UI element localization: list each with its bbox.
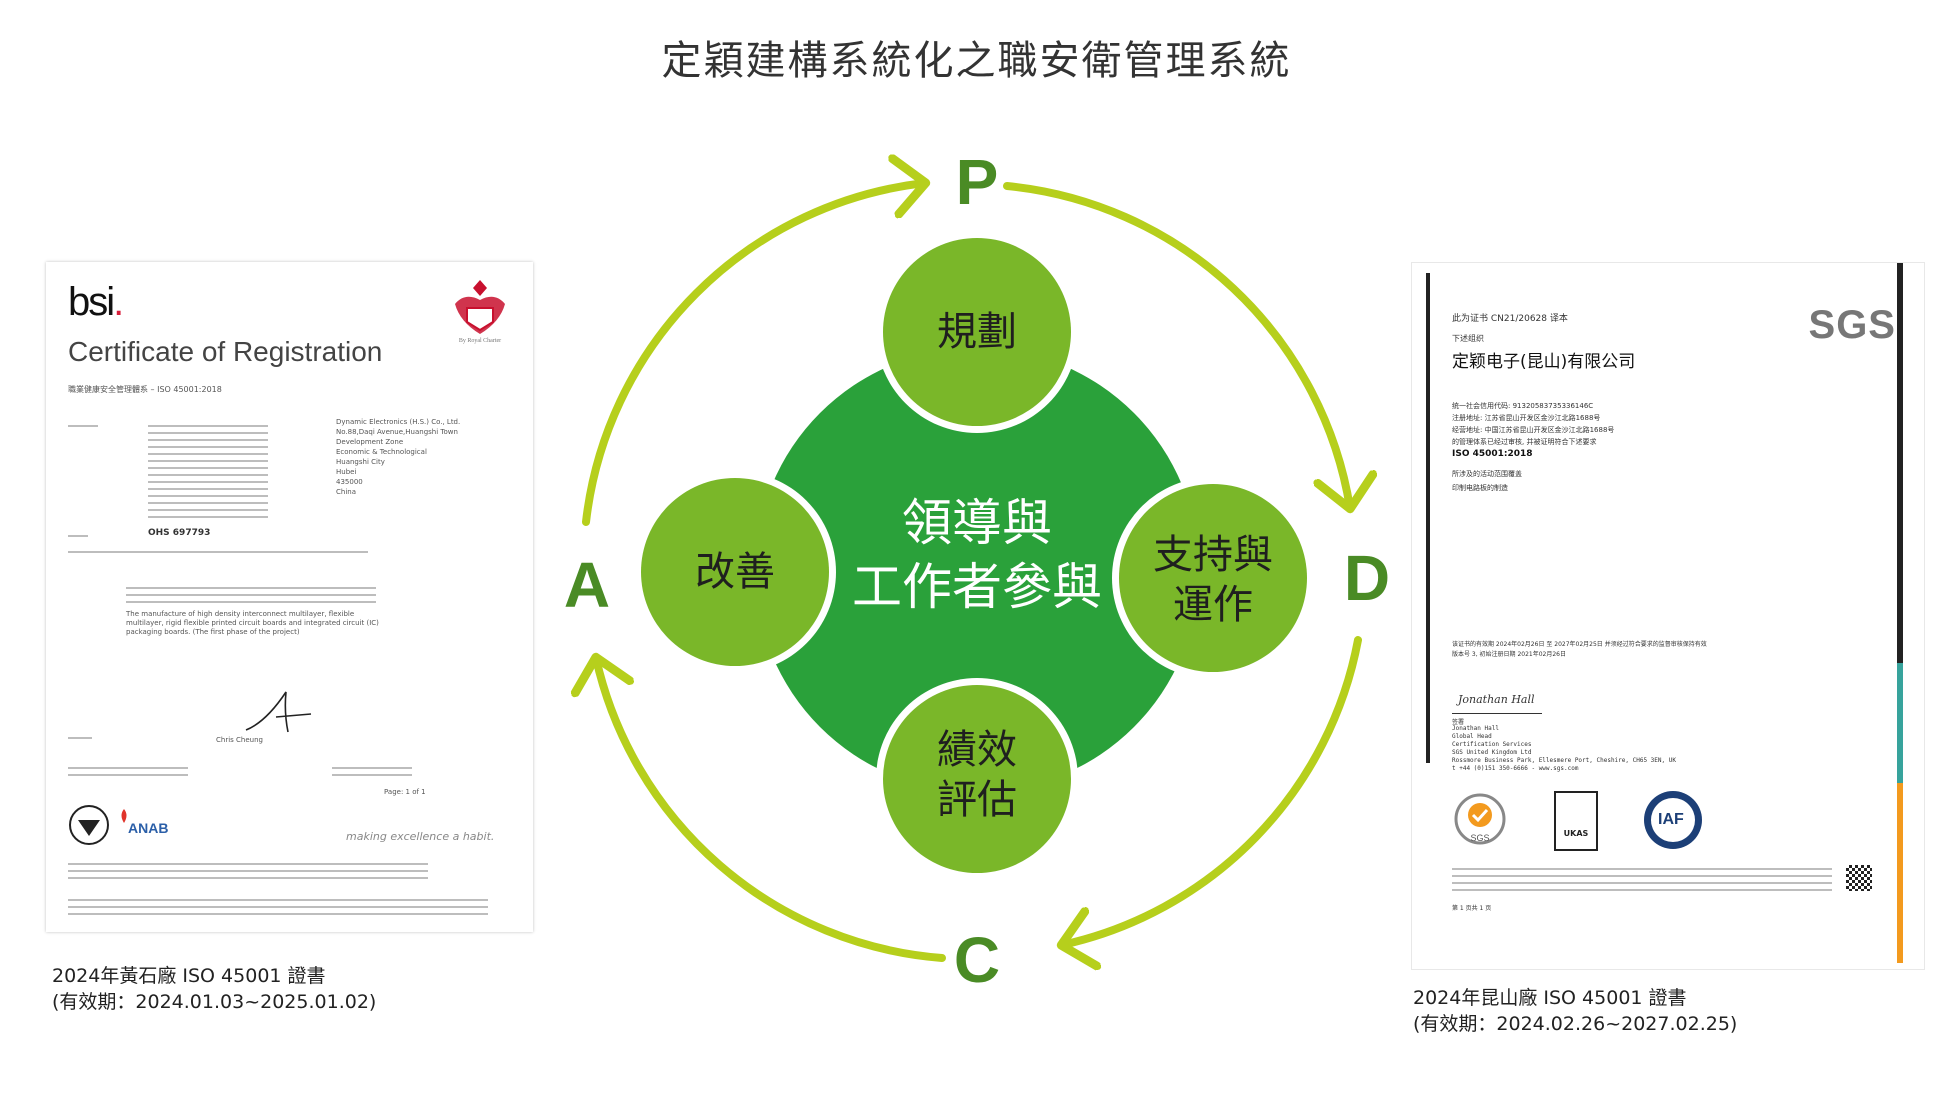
center-line2: 工作者參與: [852, 558, 1102, 616]
sgs-org-label: 下述组织: [1452, 334, 1484, 343]
sgs-signer-title-2: Certification Services: [1452, 741, 1532, 748]
node-top: [876, 231, 1078, 433]
scope-en: The manufacture of high density intercon…: [126, 610, 379, 636]
ukas-logo: UKAS: [1554, 791, 1598, 851]
node-bottom-line2: 評估: [937, 777, 1017, 823]
cert-scheme: 職業健康安全管理體系 – ISO 45001:2018: [68, 385, 222, 394]
phase-c: C: [953, 924, 1001, 996]
address-line-7: China: [336, 488, 356, 496]
sgs-scope-label: 所涉及的活动范围覆盖: [1452, 470, 1522, 478]
sgs-signer-contact: t +44 (0)151 350-6666 - www.sgs.com: [1452, 765, 1579, 772]
svg-text:SGS: SGS: [1470, 833, 1489, 843]
phase-d: D: [1343, 542, 1391, 614]
left-caption: 2024年黃石廠 ISO 45001 證書 (有效期：2024.01.03~20…: [52, 963, 376, 1015]
company-en: Dynamic Electronics (H.S.) Co., Ltd.: [336, 418, 461, 426]
qr-code-icon: [1846, 865, 1872, 891]
node-bottom-line1: 績效: [937, 727, 1017, 773]
node-right-line1: 支持與: [1153, 532, 1273, 578]
sgs-signer-address: Rossmore Business Park, Ellesmere Port, …: [1452, 757, 1676, 764]
arrow-p-to-d: [1003, 182, 1350, 508]
center-label: 領導與 工作者參與: [852, 491, 1102, 619]
iaf-logo-icon: [1644, 791, 1702, 849]
signatory: Chris Cheung: [216, 736, 263, 744]
sgs-company: 定颖电子(昆山)有限公司: [1452, 352, 1636, 372]
address-line-1: No.88,Daqi Avenue,Huangshi Town: [336, 428, 458, 436]
ukas-crown-icon: [69, 805, 109, 845]
sgs-signer-title-1: Global Head: [1452, 733, 1492, 740]
node-left-label: 改善: [695, 549, 775, 595]
bsi-motto: making excellence a habit.: [346, 830, 495, 843]
node-bottom: [876, 678, 1078, 880]
arrow-d-to-c: [1062, 636, 1362, 945]
bsi-brand: bsi: [68, 280, 115, 324]
iaf-text: IAF: [1658, 811, 1684, 828]
center-line1: 領導與: [902, 494, 1052, 552]
sgs-signature: Jonathan Hall: [1458, 693, 1535, 706]
sgs-version: 版本号 3, 初始注册日期 2021年02月26日: [1452, 651, 1566, 658]
left-caption-line2: (有效期：2024.01.03~2025.01.02): [52, 991, 377, 1013]
address-line-3: Economic & Technological: [336, 448, 427, 456]
sgs-standard: ISO 45001:2018: [1452, 449, 1533, 459]
sgs-signer-org: SGS United Kingdom Ltd: [1452, 749, 1532, 756]
svg-text:By Royal Charter: By Royal Charter: [459, 338, 501, 344]
center-circle: [755, 348, 1199, 792]
sgs-signer-name: Jonathan Hall: [1452, 725, 1499, 732]
address-line-5: Hubei: [336, 468, 357, 476]
node-bottom-label: 績效 評估: [937, 725, 1017, 825]
sgs-logo: SGS: [1808, 303, 1896, 347]
flame-icon: [121, 809, 127, 823]
bsi-certificate: bsi. By Royal Charter Certificate of Reg…: [46, 262, 533, 932]
sgs-statement: 的管理体系已经过审核, 并被证明符合下述要求: [1452, 438, 1597, 446]
right-caption-line2: (有效期：2024.02.26~2027.02.25): [1413, 1013, 1738, 1035]
anab-logo: ANAB: [128, 820, 169, 836]
ukas-text: UKAS: [1563, 829, 1589, 838]
phase-a: A: [563, 549, 611, 621]
right-caption-line1: 2024年昆山廠 ISO 45001 證書: [1413, 987, 1687, 1009]
page-title: 定穎建構系統化之職安衛管理系統: [661, 38, 1292, 84]
sgs-cert-no: 此为证书 CN21/20628 译本: [1452, 314, 1568, 324]
sgs-signer-label: 签署: [1452, 719, 1465, 726]
cert-number: OHS 697793: [148, 528, 211, 538]
sgs-scope: 印制电路板的制造: [1452, 484, 1508, 492]
address-line-6: 435000: [336, 478, 363, 486]
signature-icon: [245, 691, 312, 733]
left-caption-line1: 2024年黃石廠 ISO 45001 證書: [52, 965, 326, 987]
sgs-validity: 该证书的有效期 2024年02月26日 至 2027年02月25日 并须经过符合…: [1452, 641, 1707, 648]
node-right-label: 支持與 運作: [1153, 530, 1273, 630]
right-caption: 2024年昆山廠 ISO 45001 證書 (有效期：2024.02.26~20…: [1413, 985, 1737, 1037]
phase-p: P: [955, 146, 999, 218]
sgs-badge-icon: SGS: [1454, 793, 1506, 845]
address-line-4: Huangshi City: [336, 458, 385, 466]
cert-heading: Certificate of Registration: [68, 336, 383, 367]
bsi-logo: bsi.: [68, 280, 124, 324]
sgs-certificate: 此为证书 CN21/20628 译本 SGS 下述组织 定颖电子(昆山)有限公司…: [1411, 262, 1925, 970]
royal-charter-crest-icon: By Royal Charter: [455, 280, 505, 344]
sgs-reg-address: 注册地址: 江苏省昆山开发区金沙江北路1688号: [1452, 414, 1601, 422]
sgs-credit-code: 统一社会信用代码: 91320583735336146C: [1452, 402, 1594, 410]
address-line-2: Development Zone: [336, 438, 404, 446]
sgs-op-address: 经营地址: 中国江苏省昆山开发区金沙江北路1688号: [1452, 426, 1615, 434]
node-top-label: 規劃: [937, 309, 1017, 355]
page-number: Page: 1 of 1: [384, 788, 426, 796]
node-right-line2: 運作: [1173, 582, 1253, 628]
node-right: [1112, 477, 1314, 679]
sgs-page: 第 1 页共 1 页: [1452, 905, 1492, 912]
arrow-c-to-a: [596, 658, 946, 962]
arrow-a-to-p: [582, 183, 925, 526]
node-left: [634, 471, 836, 673]
